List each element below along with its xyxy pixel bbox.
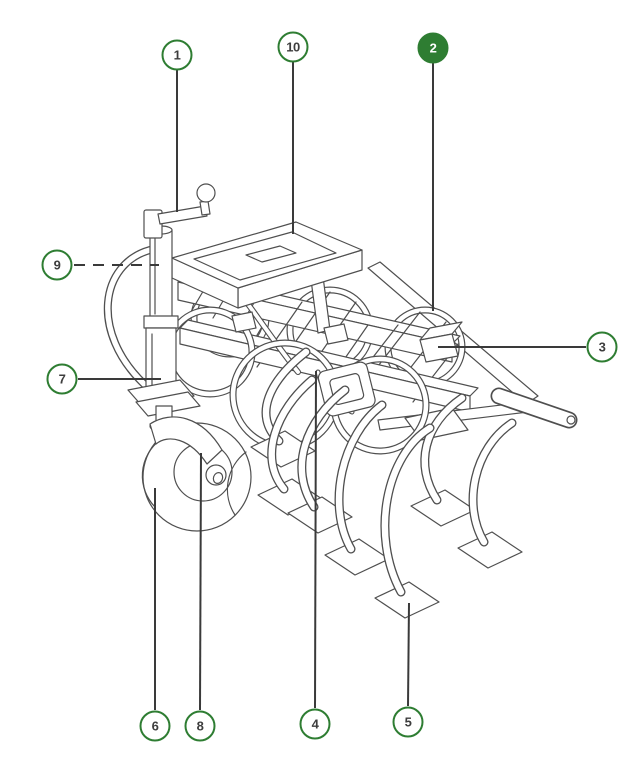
hopper-tray bbox=[171, 221, 363, 309]
callout-badge-2: 2 bbox=[417, 32, 449, 64]
tines-and-sweeps bbox=[250, 347, 523, 619]
callout-badge-5: 5 bbox=[392, 706, 424, 738]
callout-badge-1: 1 bbox=[161, 39, 193, 71]
callout-number: 4 bbox=[311, 716, 319, 732]
callout-number: 9 bbox=[53, 257, 61, 273]
gauge-wheel bbox=[141, 405, 252, 532]
callout-badge-8: 8 bbox=[184, 710, 216, 742]
leader-line-8 bbox=[199, 452, 202, 711]
callout-badge-9: 9 bbox=[41, 249, 73, 281]
callout-number: 6 bbox=[151, 718, 159, 734]
callout-number: 7 bbox=[58, 371, 66, 387]
crank-handle bbox=[143, 183, 216, 239]
callout-badge-10: 10 bbox=[277, 31, 309, 63]
callout-number: 8 bbox=[196, 718, 204, 734]
hitch-tube bbox=[490, 387, 578, 429]
left-arc-arm bbox=[103, 246, 154, 388]
callout-number: 1 bbox=[173, 47, 181, 63]
callout-badge-3: 3 bbox=[586, 331, 618, 363]
leader-line-4 bbox=[314, 370, 317, 709]
leader-line-5 bbox=[407, 602, 410, 707]
callout-number: 2 bbox=[429, 40, 437, 56]
callout-number: 10 bbox=[286, 39, 300, 55]
callout-badge-7: 7 bbox=[46, 363, 78, 395]
callout-number: 3 bbox=[598, 339, 606, 355]
callout-number: 5 bbox=[404, 714, 412, 730]
callout-badge-6: 6 bbox=[139, 710, 171, 742]
callout-badge-4: 4 bbox=[299, 708, 331, 740]
